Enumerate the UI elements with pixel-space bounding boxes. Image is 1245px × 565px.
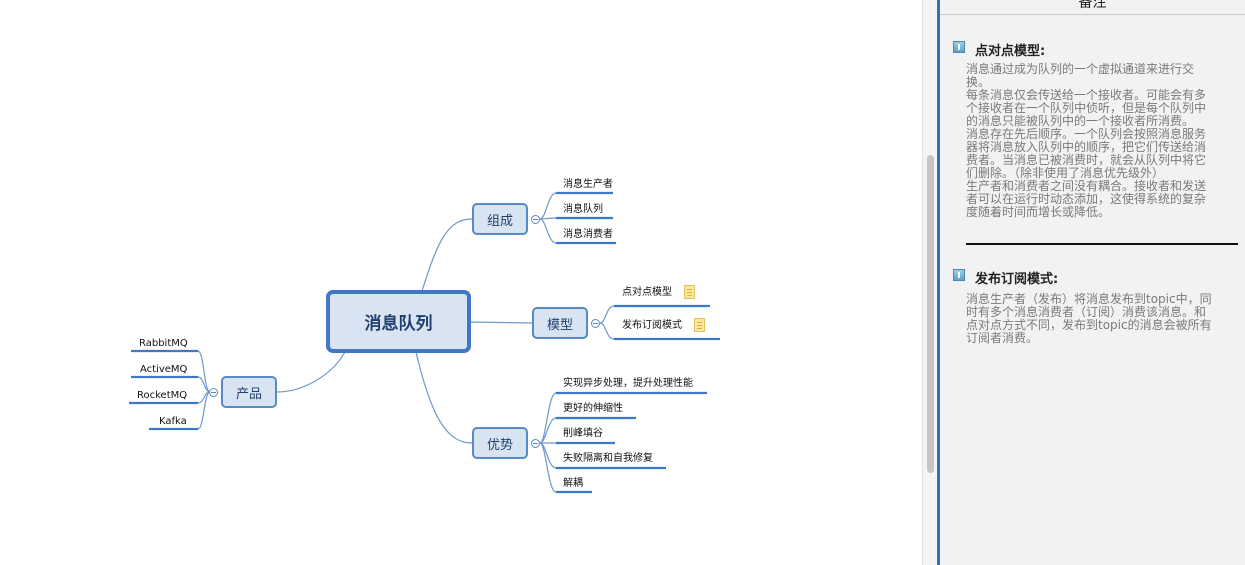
leaf-peak-shaving[interactable]: 削峰填谷 bbox=[563, 428, 603, 439]
notes-panel: 备注 点对点模型: 消息通过成为队列的一个虚拟通道来进行交 换。 每条消息仅会传… bbox=[940, 0, 1245, 565]
leaf-consumer[interactable]: 消息消费者 bbox=[563, 229, 613, 240]
notes-panel-title: 备注 bbox=[940, 0, 1245, 15]
note-section-title: 点对点模型: bbox=[975, 44, 1046, 59]
connector-composition bbox=[421, 218, 473, 292]
leaf-decoupling[interactable]: 解耦 bbox=[563, 478, 583, 489]
note-section-title: 发布订阅模式: bbox=[975, 272, 1059, 287]
section-divider bbox=[966, 243, 1238, 245]
collapse-toggle-icon[interactable] bbox=[531, 215, 540, 224]
branch-products[interactable]: 产品 bbox=[221, 376, 277, 408]
vertical-scrollbar-thumb[interactable] bbox=[927, 155, 934, 473]
leaf-async[interactable]: 实现异步处理，提升处理性能 bbox=[563, 378, 693, 389]
collapse-toggle-icon[interactable] bbox=[531, 439, 540, 448]
leaf-activemq[interactable]: ActiveMQ bbox=[140, 364, 188, 375]
connector-model bbox=[469, 321, 533, 324]
leaf-point-to-point[interactable]: 点对点模型 bbox=[622, 287, 672, 298]
connector-lines bbox=[129, 191, 720, 494]
note-icon[interactable] bbox=[694, 318, 705, 332]
branch-advantages[interactable]: 优势 bbox=[472, 427, 528, 459]
mindmap-canvas[interactable]: 消息队列 组成 消息生产者 消息队列 消息消费者 模型 点对点模型 发布订阅模式… bbox=[0, 0, 922, 565]
leaf-rocketmq[interactable]: RocketMQ bbox=[137, 390, 188, 401]
leaf-queue[interactable]: 消息队列 bbox=[563, 204, 603, 215]
note-icon[interactable] bbox=[684, 285, 695, 299]
leaf-rabbitmq[interactable]: RabbitMQ bbox=[139, 338, 188, 349]
info-icon bbox=[953, 269, 965, 281]
note-section-body: 消息通过成为队列的一个虚拟通道来进行交 换。 每条消息仅会传送给一个接收者。可能… bbox=[966, 62, 1207, 219]
info-icon bbox=[953, 41, 965, 53]
leaf-kafka[interactable]: Kafka bbox=[159, 416, 187, 427]
connector-advantages bbox=[415, 351, 473, 444]
branch-composition[interactable]: 组成 bbox=[472, 203, 528, 235]
central-topic[interactable]: 消息队列 bbox=[326, 290, 471, 353]
leaf-publish-subscribe[interactable]: 发布订阅模式 bbox=[622, 320, 682, 331]
note-section-body: 消息生产者（发布）将消息发布到topic中，同 时有多个消息消费者（订阅）消费该… bbox=[966, 292, 1212, 345]
leaf-scalability[interactable]: 更好的伸缩性 bbox=[563, 403, 623, 414]
collapse-toggle-icon[interactable] bbox=[209, 388, 218, 397]
leaf-producer[interactable]: 消息生产者 bbox=[563, 179, 613, 190]
collapse-toggle-icon[interactable] bbox=[591, 319, 600, 328]
connector-products bbox=[276, 351, 346, 393]
leaf-failure-isolation[interactable]: 失败隔离和自我修复 bbox=[563, 453, 653, 464]
branch-model[interactable]: 模型 bbox=[532, 307, 588, 339]
panel-edge bbox=[937, 0, 940, 565]
